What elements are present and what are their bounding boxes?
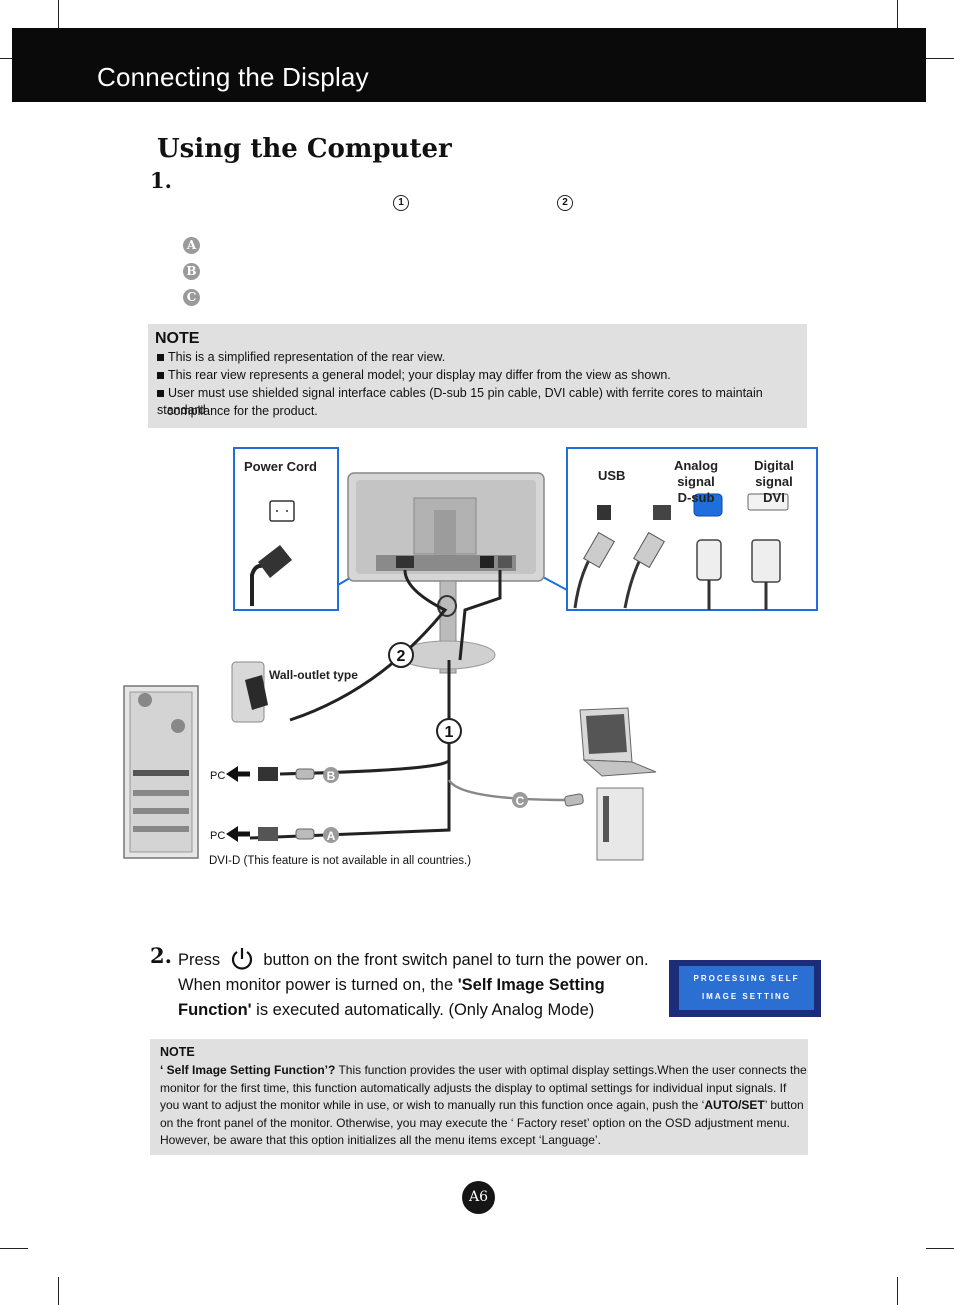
arrow-left-icon (226, 826, 238, 842)
dsub-port-icon (693, 493, 723, 517)
note-item-continued: compliance for the product. (167, 404, 318, 418)
callout-2-label: 2 (397, 648, 406, 665)
cable-badge-c: C (183, 289, 200, 306)
note-item: User must use shielded signal interface … (157, 386, 763, 417)
note-2-text: ‘ Self Image Setting Function’? This fun… (160, 1063, 807, 1147)
pc-label-2: PC (210, 830, 225, 842)
step-marker-1: 1 (393, 195, 409, 211)
dvid-note: DVI-D (This feature is not available in … (209, 855, 472, 867)
bullet-icon (157, 390, 164, 397)
cable-letter-a: A (327, 829, 336, 843)
power-socket-icon (269, 500, 295, 522)
callout-1-circle (436, 718, 462, 744)
crop-mark (0, 1248, 28, 1249)
note-item: This rear view represents a general mode… (157, 367, 802, 384)
crop-mark (58, 0, 59, 28)
crop-mark (926, 58, 954, 59)
cable-letter-b: B (327, 769, 336, 783)
usb-downstream-port-icon (653, 505, 671, 520)
power-cord-label: Power Cord (244, 459, 317, 474)
ports-callout-box (566, 447, 818, 611)
cable-badge-c-diagram (512, 792, 528, 808)
note-box (148, 324, 807, 428)
step-2-text: Press button on the front switch panel t… (178, 946, 668, 1023)
wall-outlet-label: Wall-outlet type (269, 668, 358, 682)
note-heading: NOTE (155, 330, 200, 347)
crop-mark (58, 1277, 59, 1305)
page-number: A6 (462, 1181, 495, 1214)
section-title: Using the Computer (157, 134, 452, 164)
dsub-plug-icon (696, 539, 722, 581)
crop-mark (0, 58, 12, 59)
power-button-icon (231, 948, 252, 970)
step-2-number: 2. (150, 943, 172, 968)
dvi-plug-icon (258, 827, 278, 841)
arrow-left-icon (226, 766, 238, 782)
dsub-plug-icon (258, 767, 278, 781)
cable-badge-b-diagram (323, 767, 339, 783)
step-1-number: 1. (150, 168, 172, 193)
cable-letter-c: C (516, 794, 525, 808)
crop-mark (897, 0, 898, 28)
connection-diagram: 2 1 B A C PC PC (123, 447, 818, 861)
usb-port-icon (597, 505, 611, 520)
dvi-port-icon (747, 493, 789, 511)
cable-badge-b: B (183, 263, 200, 280)
bullet-icon (157, 354, 164, 361)
header-bar (12, 28, 926, 102)
crop-mark (926, 1248, 954, 1249)
osd-message: PROCESSING SELF IMAGE SETTING (679, 966, 814, 1010)
page-title: Connecting the Display (97, 62, 369, 92)
note-2-heading: NOTE (160, 1045, 195, 1059)
cable-badge-a-diagram (323, 827, 339, 843)
callout-1-label: 1 (445, 724, 454, 741)
callout-2-circle (388, 642, 414, 668)
dvi-plug-icon (751, 539, 781, 583)
step-marker-2: 2 (557, 195, 573, 211)
pc-label-1: PC (210, 770, 225, 782)
bullet-icon (157, 372, 164, 379)
cable-badge-a: A (183, 237, 200, 254)
note-item: This is a simplified representation of t… (157, 349, 802, 366)
usb-label: USB (598, 468, 626, 483)
note-2-box (150, 1039, 808, 1155)
power-cord-callout-box (233, 447, 339, 611)
crop-mark (897, 1277, 898, 1305)
power-plug-icon (258, 545, 292, 578)
